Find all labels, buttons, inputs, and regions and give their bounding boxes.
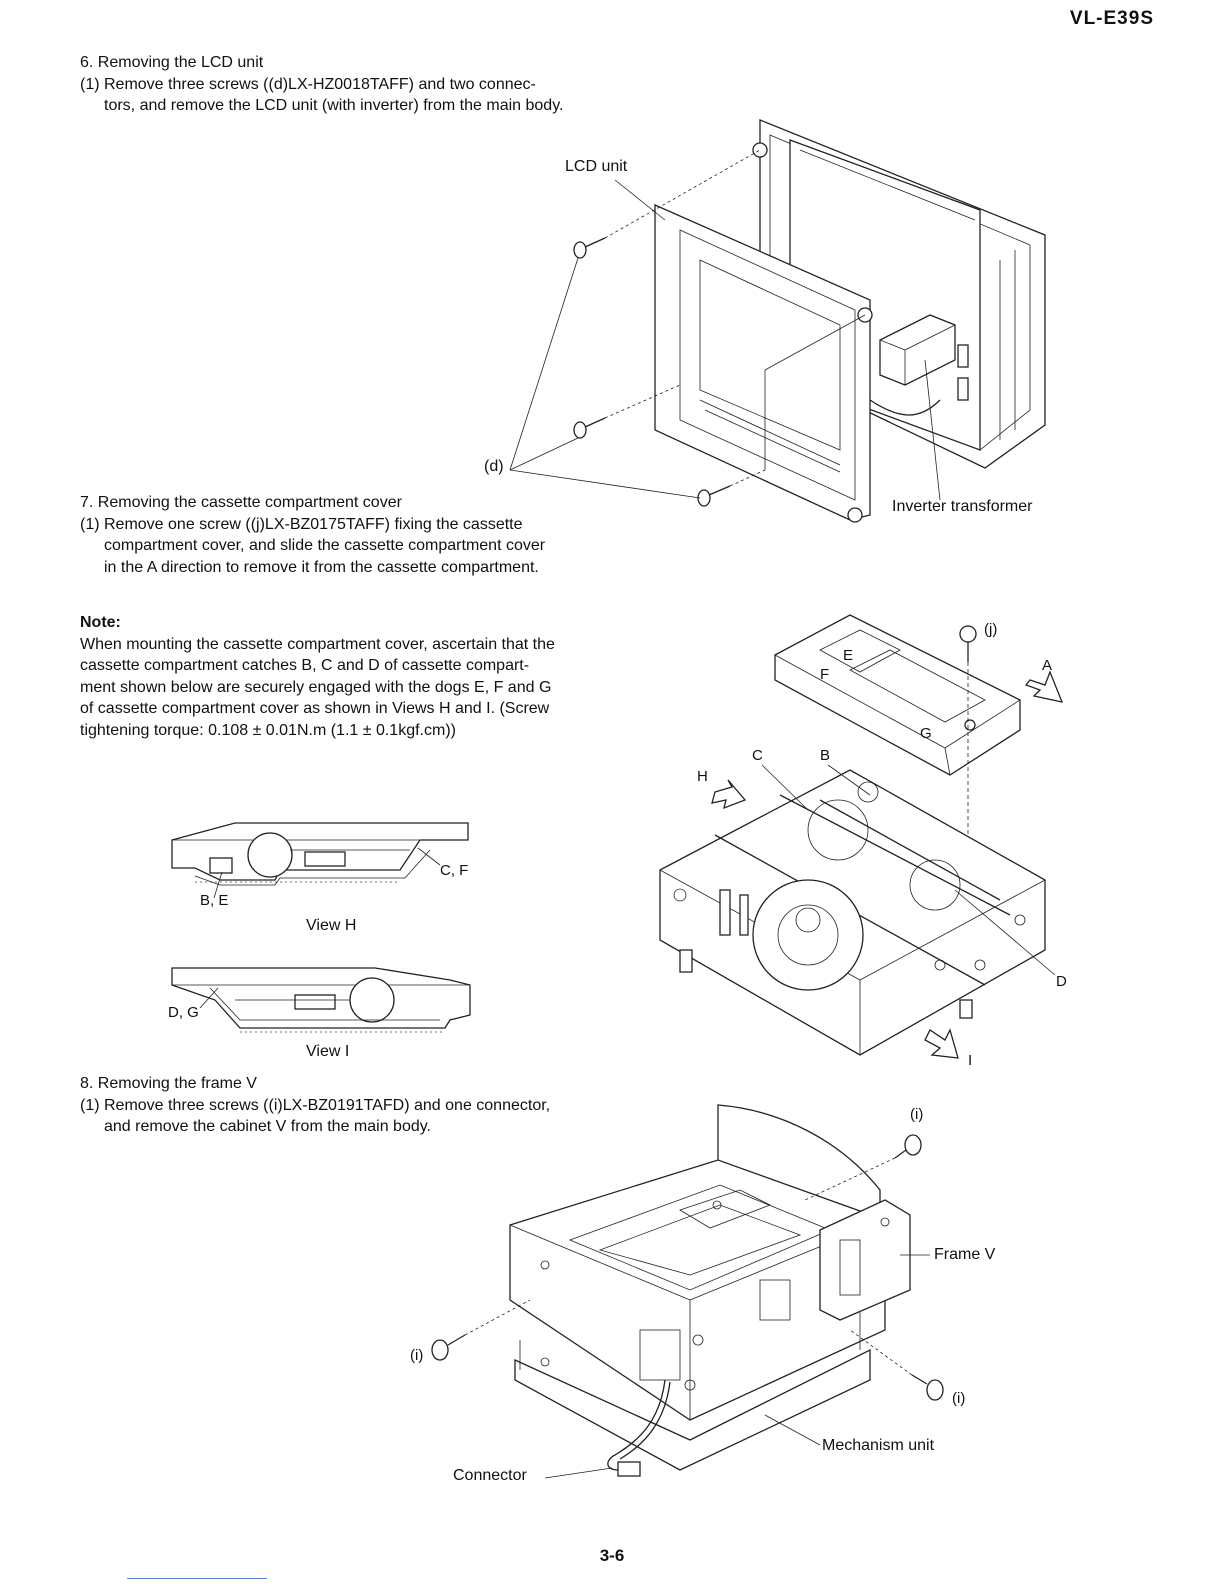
section-8-step-1-line-2: and remove the cabinet V from the main b… [104,1118,431,1135]
section-6-text: 6. Removing the LCD unit (1) Remove thre… [80,52,600,117]
model-number: VL-E39S [1069,8,1154,29]
screw-d-bottom [697,485,731,507]
note-line-3: ment shown below are securely engaged wi… [80,678,552,696]
label-i-arrow: I [968,1052,973,1069]
label-lcd-unit: LCD unit [565,158,628,175]
label-connector: Connector [453,1467,527,1484]
label-cf: C, F [440,862,469,879]
section-7-step-1-line-1: (1) Remove one screw ((j)LX-BZ0175TAFF) … [80,515,523,533]
label-inverter-transformer: Inverter transformer [892,498,1033,515]
section-6-step-1-line-2: tors, and remove the LCD unit (with inve… [104,97,564,114]
label-frame-v: Frame V [934,1246,996,1263]
note-title: Note: [80,614,121,631]
note-line-1: When mounting the cassette compartment c… [80,635,555,653]
label-c: C [752,747,763,764]
section-8-text: 8. Removing the frame V (1) Remove three… [80,1073,600,1138]
label-g: G [920,725,932,742]
view-i-caption: View I [306,1043,350,1060]
view-h-caption: View H [306,917,357,934]
label-i-right: (i) [952,1390,966,1407]
section-7-step-1-line-3: in the A direction to remove it from the… [104,558,539,576]
note-block: Note: When mounting the cassette compart… [80,612,600,741]
label-e: E [843,647,854,664]
label-i-left: (i) [410,1347,424,1364]
label-screw-d: (d) [484,458,504,475]
screw-i-left [431,1334,466,1361]
label-h: H [697,768,708,785]
section-6-title: 6. Removing the LCD unit [80,54,264,71]
label-b: B [820,747,831,764]
footer-link-underline [127,1578,267,1579]
screw-i-top [894,1134,922,1159]
section-7-step-1-line-2: compartment cover, and slide the cassett… [104,537,546,554]
screw-i-right [911,1374,944,1401]
label-be: B, E [200,892,229,909]
section-6-step-1-line-1: (1) Remove three screws ((d)LX-HZ0018TAF… [80,75,536,93]
note-line-2: cassette compartment catches B, C and D … [80,657,530,674]
screw-d-mid [573,417,606,439]
label-f: F [820,666,830,683]
label-dg: D, G [168,1004,199,1021]
label-a: A [1042,657,1053,674]
section-8-step-1-line-1: (1) Remove three screws ((i)LX-BZ0191TAF… [80,1096,551,1114]
note-line-5: tightening torque: 0.108 ± 0.01N.m (1.1 … [80,721,456,739]
section-8-title: 8. Removing the frame V [80,1075,257,1092]
label-mechanism-unit: Mechanism unit [822,1437,935,1454]
section-7-text: 7. Removing the cassette compartment cov… [80,492,600,578]
section-7-title: 7. Removing the cassette compartment cov… [80,494,402,511]
page-number: 3-6 [599,1546,625,1565]
label-d: D [1056,973,1067,990]
note-line-4: of cassette compartment cover as shown i… [80,700,550,717]
label-i-top: (i) [910,1106,924,1123]
screw-d-top [573,237,606,259]
label-j: (j) [984,621,998,638]
